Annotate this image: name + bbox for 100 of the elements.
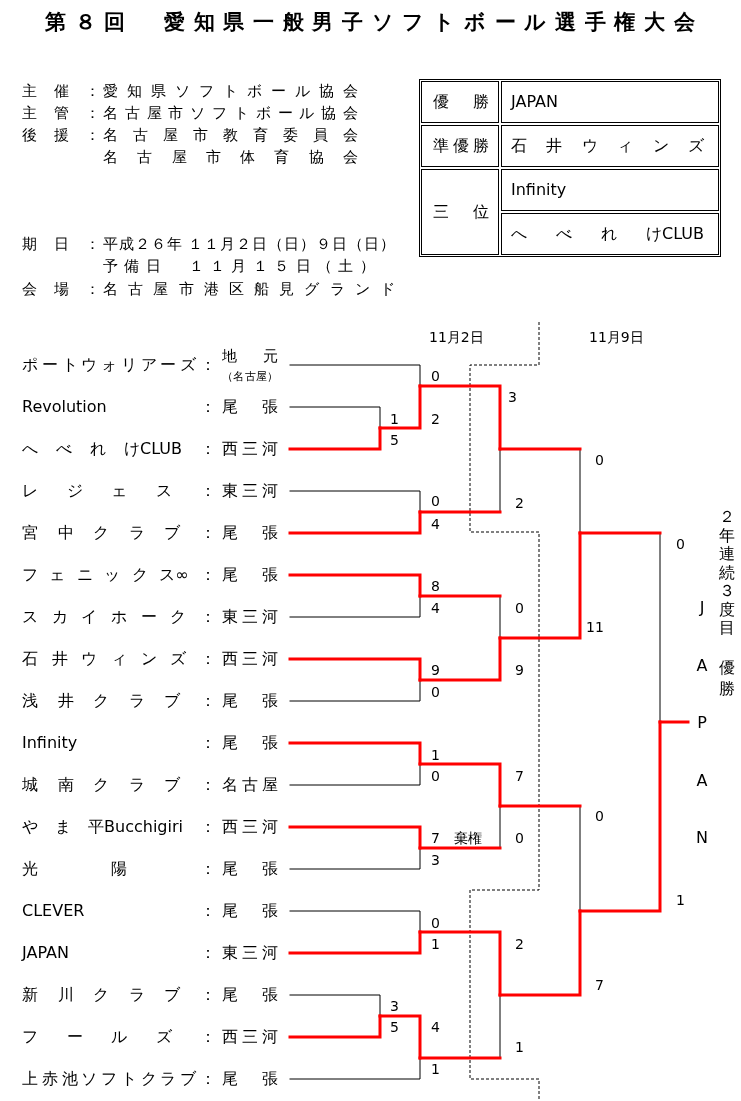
region-name: 尾張 — [222, 567, 278, 583]
score: 2 — [431, 412, 440, 426]
field-value: 名古屋市教育委員会 — [103, 127, 358, 143]
team-name: 城南クラブ： — [22, 777, 216, 793]
bracket-line — [288, 1014, 382, 1039]
score: 1 — [431, 937, 440, 951]
team-name: 石井ウィンズ： — [22, 651, 216, 667]
region-name: 地元 — [222, 348, 278, 364]
score: 2 — [515, 496, 524, 510]
score: 9 — [431, 663, 440, 677]
region-name: 尾張 — [222, 987, 278, 1003]
region-name: 西三河 — [222, 819, 278, 835]
score: 7 — [431, 831, 440, 845]
table-cell: 準優勝 — [421, 125, 499, 167]
region-name: 尾張 — [222, 399, 278, 415]
score: 2 — [515, 937, 524, 951]
bracket-line — [289, 1057, 421, 1080]
region-note: （名古屋） — [222, 370, 278, 382]
region-name: 西三河 — [222, 441, 278, 457]
bracket-line — [289, 763, 421, 786]
field-label: 後援： — [22, 127, 100, 143]
bracket-line — [289, 364, 421, 387]
score: 1 — [515, 1040, 524, 1054]
bracket-line — [288, 657, 422, 682]
score: 0 — [431, 494, 440, 508]
team-name: やま平Bucchigiri： — [22, 819, 216, 835]
region-name: 東三河 — [222, 945, 278, 961]
score: 0 — [595, 453, 604, 467]
bracket-line — [289, 910, 421, 933]
field-label: 期日： — [22, 236, 100, 252]
team-name: 浅井クラブ： — [22, 693, 216, 709]
bracket-line — [288, 573, 422, 598]
score: 5 — [390, 1020, 399, 1034]
region-name: 尾張 — [222, 861, 278, 877]
score: 5 — [390, 433, 399, 447]
score: 0 — [431, 769, 440, 783]
region-name: 西三河 — [222, 651, 278, 667]
team-name: フールズ： — [22, 1029, 216, 1045]
field-label: 主催： — [22, 83, 100, 99]
region-name: 東三河 — [222, 609, 278, 625]
team-name: Revolution： — [22, 399, 216, 415]
score: 1 — [676, 893, 685, 907]
score: 8 — [431, 579, 440, 593]
table-cell: へべれけCLUB — [501, 213, 719, 255]
field-value: 名古屋市港区船見グランド — [103, 281, 395, 297]
field-value: 名古屋市ソフトボール協会 — [103, 105, 358, 121]
score: 4 — [431, 1020, 440, 1034]
team-name: スカイホーク： — [22, 609, 216, 625]
field-label: 会場： — [22, 281, 100, 297]
table-cell: JAPAN — [501, 81, 719, 123]
field-label: 主管： — [22, 105, 100, 121]
score: 7 — [515, 769, 524, 783]
region-name: 尾張 — [222, 693, 278, 709]
score: 0 — [515, 831, 524, 845]
bracket-line — [289, 679, 421, 702]
team-name: 新川クラブ： — [22, 987, 216, 1003]
bracket-line — [658, 720, 690, 724]
team-name: CLEVER： — [22, 903, 216, 919]
field-value: 愛知県ソフトボール協会 — [103, 83, 358, 99]
bracket-line — [288, 930, 422, 955]
bracket-line — [289, 847, 421, 870]
winner-note: 優勝 — [718, 660, 736, 697]
region-name: 尾張 — [222, 903, 278, 919]
score: 7 — [595, 978, 604, 992]
score: 9 — [515, 663, 524, 677]
bracket-line — [288, 426, 382, 451]
score: 1 — [431, 748, 440, 762]
score: 1 — [390, 412, 399, 426]
winner-name: JAPAN — [688, 600, 712, 846]
score: 1 — [431, 1062, 440, 1076]
score: 0 — [431, 685, 440, 699]
score: 0 — [431, 916, 440, 930]
team-name: フェニックス∞： — [22, 567, 216, 583]
region-name: 尾張 — [222, 735, 278, 751]
team-name: 宮中クラブ： — [22, 525, 216, 541]
team-name: Infinity： — [22, 735, 216, 751]
score: 0 — [515, 601, 524, 615]
bracket-line — [289, 490, 421, 513]
team-name: ポートウォリアーズ： — [22, 357, 216, 373]
bracket-line — [289, 994, 381, 1017]
score: 3 — [390, 999, 399, 1013]
table-cell: 石井ウィンズ — [501, 125, 719, 167]
score: 3 — [508, 390, 517, 404]
score: 0 — [595, 809, 604, 823]
field-value: 平成２６年 １１月２日（日）９日（日） — [103, 236, 395, 252]
team-name: 上赤池ソフトクラブ： — [22, 1071, 216, 1087]
region-name: 名古屋 — [222, 777, 278, 793]
winner-note: ２年連続３度目 — [718, 509, 736, 636]
field-value: 名古屋市体育協会 — [103, 149, 358, 165]
bracket-line — [289, 406, 381, 429]
title: 第８回 愛知県一般男子ソフトボール選手権大会 — [45, 11, 695, 33]
field-value: 予備日 １１月１５日（土） — [103, 258, 375, 274]
region-name: 東三河 — [222, 483, 278, 499]
bracket-line — [288, 741, 422, 766]
bracket-line — [289, 595, 421, 618]
score: 0 — [676, 537, 685, 551]
score: 4 — [431, 517, 440, 531]
table-cell: Infinity — [501, 169, 719, 211]
score: 4 — [431, 601, 440, 615]
region-name: 尾張 — [222, 525, 278, 541]
